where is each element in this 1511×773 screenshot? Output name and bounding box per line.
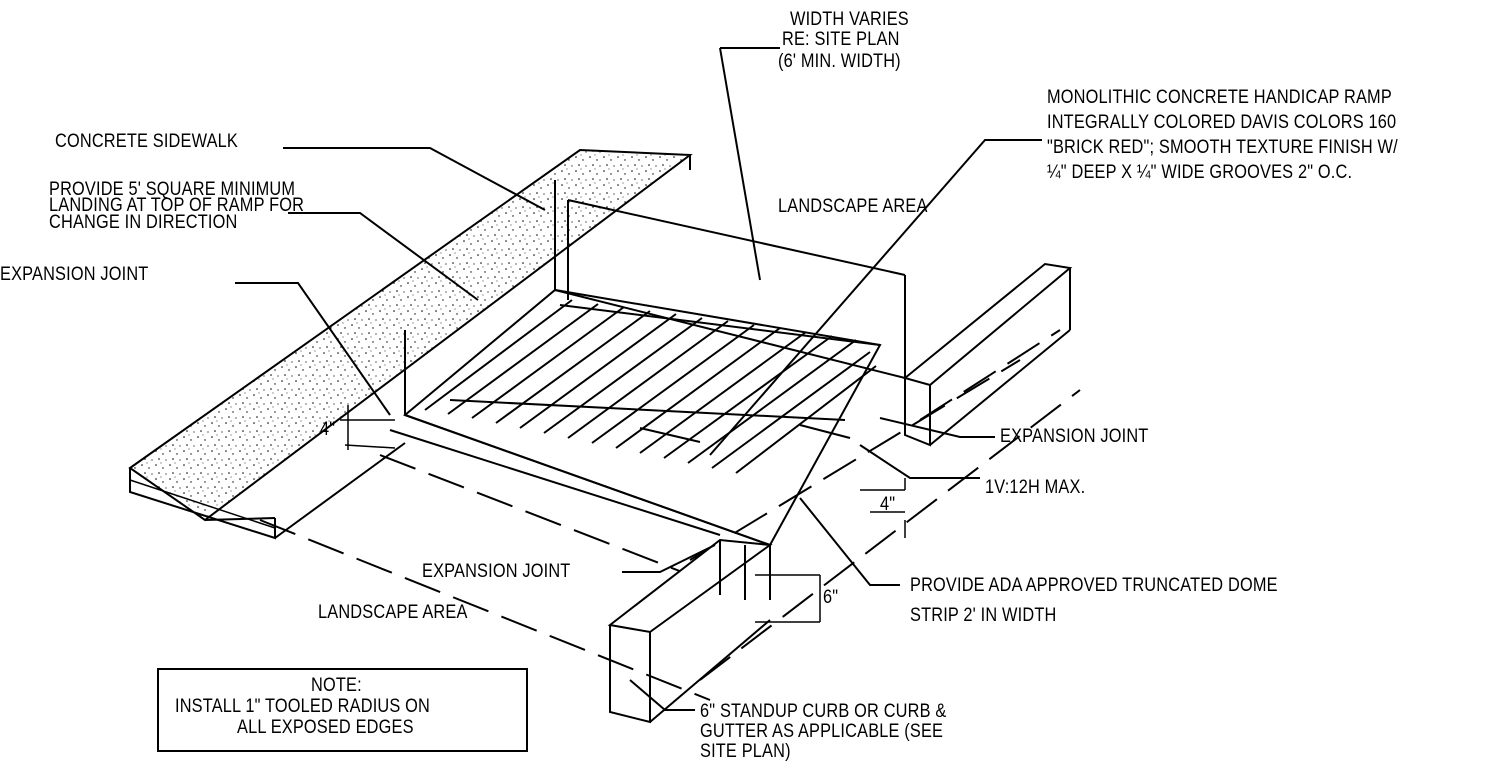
concrete-sidewalk-slab [128, 148, 693, 540]
label-slope: 1V:12H MAX. [985, 477, 1086, 498]
label-dim-6: 6" [823, 587, 839, 608]
label-ramp-line-1: MONOLITHIC CONCRETE HANDICAP RAMP [1047, 87, 1392, 108]
label-ada-line-2: STRIP 2' IN WIDTH [910, 605, 1057, 626]
label-min-width: (6' MIN. WIDTH) [778, 51, 901, 72]
label-ramp-line-3: "BRICK RED"; SMOOTH TEXTURE FINISH W/ [1047, 137, 1398, 158]
label-landing-line-2: LANDING AT TOP OF RAMP FOR [49, 195, 305, 216]
note-line-1: INSTALL 1" TOOLED RADIUS ON [175, 696, 431, 717]
label-landscape-bottom: LANDSCAPE AREA [318, 602, 468, 623]
label-dim-4-right: 4" [880, 494, 896, 515]
label-width-varies: WIDTH VARIES [790, 9, 909, 30]
ramp-grooves [424, 299, 877, 474]
label-curb-line-2: GUTTER AS APPLICABLE (SEE [700, 721, 944, 742]
dimension-lines [340, 47, 906, 623]
label-ada-line-1: PROVIDE ADA APPROVED TRUNCATED DOME [910, 575, 1278, 596]
label-expansion-joint-left: EXPANSION JOINT [0, 264, 149, 285]
ramp-outline [389, 180, 906, 547]
label-landscape-top: LANDSCAPE AREA [778, 196, 928, 217]
dashed-edge-lines [259, 329, 1081, 701]
label-curb-line-1: 6" STANDUP CURB OR CURB & [700, 701, 947, 722]
leader-lines [235, 139, 1042, 711]
label-landing-line-3: CHANGE IN DIRECTION [49, 212, 238, 233]
label-concrete-sidewalk: CONCRETE SIDEWALK [55, 131, 238, 152]
label-dim-4-left: 4" [320, 419, 336, 440]
right-curb [902, 262, 1073, 447]
label-re-site-plan: RE: SITE PLAN [782, 29, 900, 50]
label-expansion-joint-right: EXPANSION JOINT [1000, 426, 1149, 447]
label-expansion-joint-bottom: EXPANSION JOINT [422, 561, 571, 582]
label-landing-line-1: PROVIDE 5' SQUARE MINIMUM [49, 179, 296, 200]
note-box: NOTE: INSTALL 1" TOOLED RADIUS ON ALL EX… [157, 668, 528, 752]
label-ramp-line-4: ¼" DEEP X ¼" WIDE GROOVES 2" O.C. [1047, 162, 1353, 183]
label-ramp-line-2: INTEGRALLY COLORED DAVIS COLORS 160 [1047, 112, 1397, 133]
note-title: NOTE: [311, 675, 362, 696]
label-curb-line-3: SITE PLAN) [700, 741, 791, 762]
note-line-2: ALL EXPOSED EDGES [237, 717, 414, 738]
bottom-curb [607, 538, 773, 724]
